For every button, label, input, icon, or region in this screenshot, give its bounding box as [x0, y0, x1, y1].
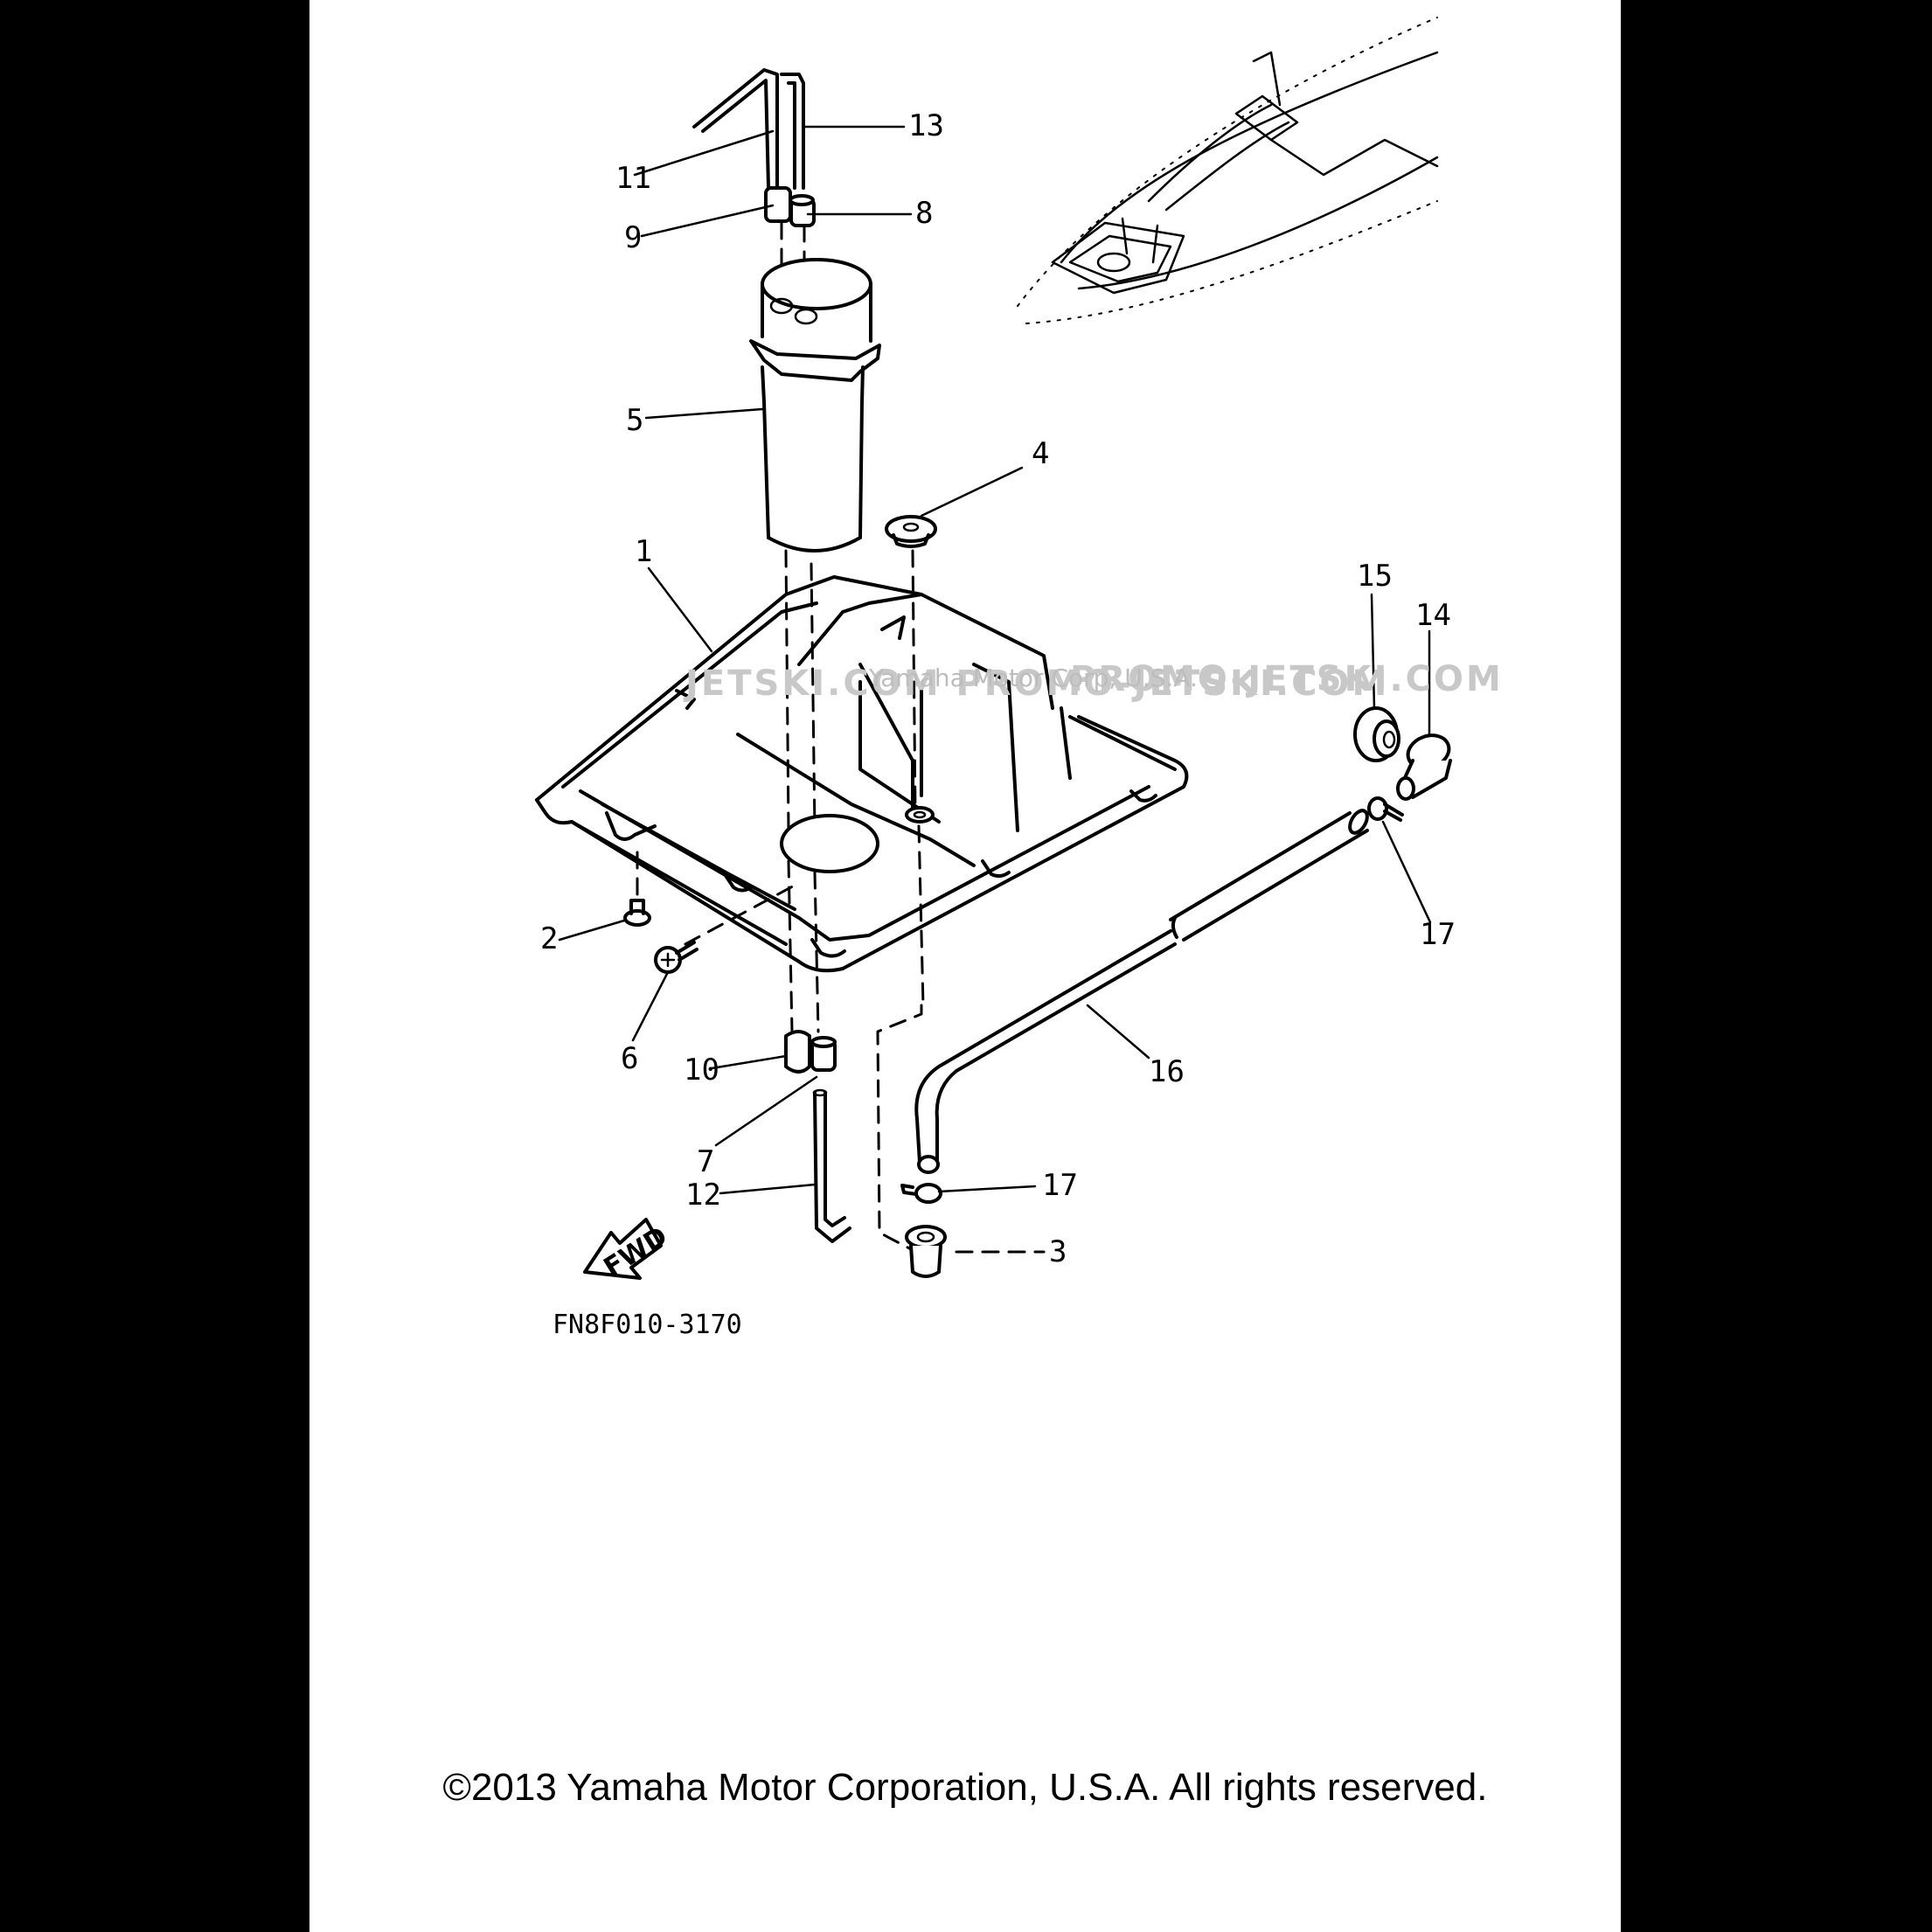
watercraft-inset [1017, 17, 1439, 324]
grommet-part-4 [885, 515, 937, 815]
screw-part-2 [623, 899, 651, 927]
callout-14: 14 [1415, 598, 1451, 633]
tube-part-12 [812, 1088, 851, 1243]
tubes-11-13 [692, 68, 805, 190]
watermark-center: Yamaha Motor Corp, U.S.A. [868, 664, 1198, 692]
callout-6: 6 [621, 1041, 638, 1076]
grommet-part-3 [905, 1225, 947, 1278]
leader-lines [558, 125, 1432, 1254]
callout-5: 5 [626, 403, 643, 438]
canister-part-5 [749, 258, 881, 832]
copyright-notice: ©2013 Yamaha Motor Corporation, U.S.A. A… [442, 1766, 1488, 1809]
callout-12: 12 [685, 1178, 721, 1213]
hose-part-16 [914, 809, 1369, 1174]
callout-1: 1 [635, 534, 652, 569]
callout-16: 16 [1149, 1054, 1185, 1089]
callout-11: 11 [615, 161, 651, 196]
screw-part-6 [654, 941, 698, 974]
watermark-left: JETSKI.COM PROMO-JETSKI.COM [683, 664, 1389, 704]
clamp-part-17-lower [900, 1183, 942, 1204]
callout-15: 15 [1357, 559, 1393, 594]
callouts: 11 13 8 9 5 4 1 2 6 10 7 12 17 3 16 15 1… [540, 108, 1456, 1269]
callout-3: 3 [1049, 1234, 1067, 1269]
diagram-sheet: FWD 11 13 8 9 5 4 1 2 6 10 7 12 17 [309, 0, 1621, 1932]
parts-diagram: FWD 11 13 8 9 5 4 1 2 6 10 7 12 17 [535, 17, 1504, 1340]
watermark-right: PROMO-JETSKI.COM [1070, 659, 1504, 699]
fitting-part-14 [1396, 733, 1452, 801]
callout-9: 9 [624, 220, 642, 255]
callout-7: 7 [697, 1144, 714, 1179]
bracket-part-1 [535, 575, 1189, 1252]
callout-8: 8 [915, 196, 933, 231]
callout-10: 10 [684, 1053, 719, 1088]
callout-13: 13 [908, 108, 944, 143]
clamp-part-17-upper [1367, 796, 1404, 822]
fwd-arrow: FWD [583, 1218, 673, 1283]
diagram-code: FN8F010-3170 [552, 1310, 742, 1340]
grommet-part-15 [1353, 706, 1400, 762]
caps-10-7 [784, 1030, 837, 1074]
callout-4: 4 [1032, 436, 1049, 471]
callout-2: 2 [540, 921, 558, 956]
callout-17-upper: 17 [1420, 917, 1456, 952]
watermark: JETSKI.COM PROMO-JETSKI.COM PROMO-JETSKI… [683, 659, 1504, 704]
callout-17-lower: 17 [1042, 1168, 1078, 1203]
